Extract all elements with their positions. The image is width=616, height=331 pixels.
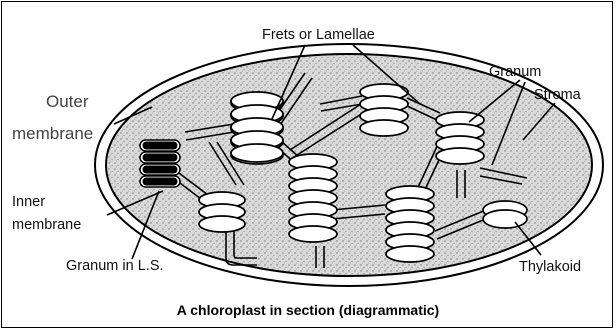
- label-inner-membrane-line1: Inner: [12, 195, 45, 210]
- thylakoid-disc: [483, 201, 527, 228]
- granum-c: [436, 112, 484, 164]
- label-granum: Granum: [489, 65, 541, 80]
- label-thylakoid: Thylakoid: [519, 260, 581, 275]
- granum-d: [289, 154, 337, 242]
- granum-b: [360, 84, 408, 136]
- inner-membrane: [106, 54, 592, 276]
- figure-caption: A chloroplast in section (diagrammatic): [0, 302, 616, 318]
- label-granum-in-ls: Granum in L.S.: [66, 259, 164, 274]
- granum-a: [231, 92, 283, 164]
- label-stroma: Stroma: [534, 88, 581, 103]
- granum-e: [199, 192, 245, 232]
- label-outer-membrane-line1: Outer: [46, 93, 89, 110]
- granum-ls: [140, 140, 180, 187]
- label-outer-membrane-line2: membrane: [12, 125, 93, 142]
- label-frets-lamellae: Frets or Lamellae: [262, 28, 375, 43]
- granum-f: [386, 186, 434, 262]
- label-inner-membrane-line2: membrane: [12, 218, 81, 233]
